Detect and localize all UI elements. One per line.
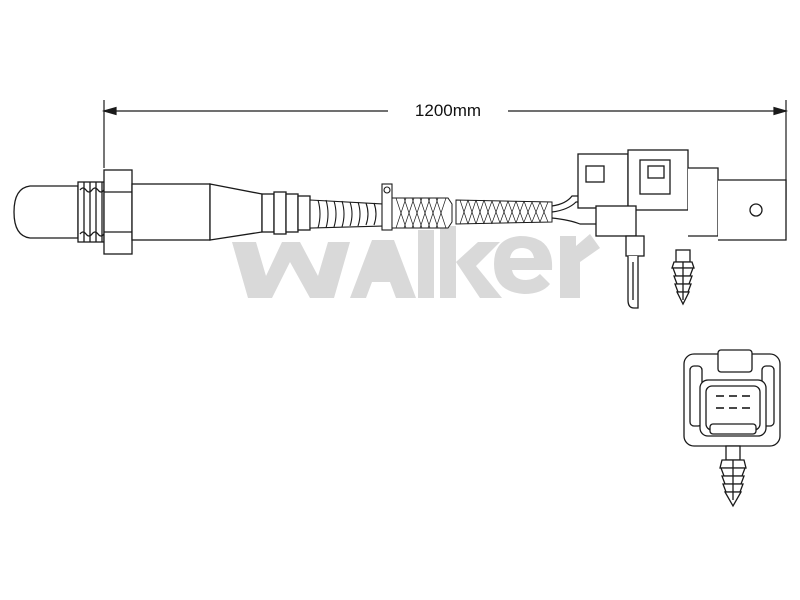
connector-front-push-pin [719, 445, 747, 508]
connector-push-pin [671, 249, 695, 306]
walker-watermark-logo [232, 226, 600, 298]
sensor-taper [209, 183, 263, 241]
length-dimension-label: 1200mm [388, 100, 508, 122]
connector-front-view [683, 349, 781, 508]
sensor-hex-nut [103, 169, 133, 255]
sensor-housing [131, 183, 211, 241]
corrugated-sleeve [309, 183, 393, 231]
sensor-body [13, 169, 311, 255]
braided-harness [391, 195, 610, 229]
connector-side-view [577, 149, 787, 309]
connector-terminal-pins [716, 395, 750, 409]
sensor-probe-tip [13, 185, 79, 239]
